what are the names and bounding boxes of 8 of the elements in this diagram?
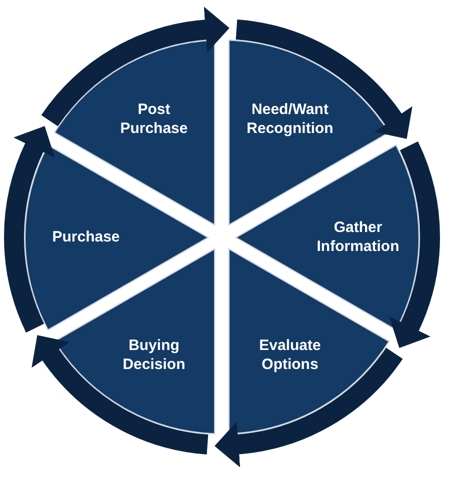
- segment-label: Need/Want Recognition: [246, 100, 334, 138]
- segment-label: Purchase: [51, 228, 121, 246]
- cycle-arrow: [42, 6, 230, 127]
- segment-label: Buying Decision: [122, 336, 186, 374]
- segment-label: Evaluate Options: [258, 336, 322, 374]
- segment-label: Post Purchase: [119, 100, 189, 138]
- cycle-arrow: [214, 347, 402, 468]
- segment-label: Gather Information: [316, 218, 400, 256]
